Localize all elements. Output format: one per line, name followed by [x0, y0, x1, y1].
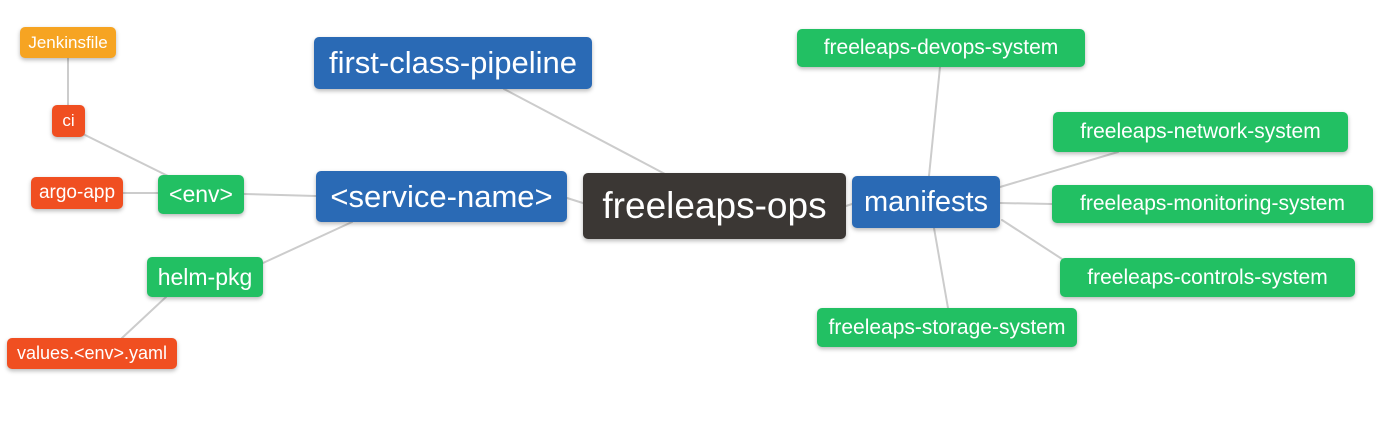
edge-env--service-name	[243, 193, 317, 197]
node-argo-app[interactable]: argo-app	[31, 177, 123, 209]
edge-service-name--freeleaps-ops	[566, 197, 587, 205]
node-first-class-pipeline[interactable]: first-class-pipeline	[314, 37, 592, 89]
edge-manifests--freeleaps-devops-system	[928, 66, 941, 177]
node-freeleaps-network-system[interactable]: freeleaps-network-system	[1053, 112, 1348, 152]
node-helm-pkg[interactable]: helm-pkg	[147, 257, 263, 297]
node-freeleaps-controls-system[interactable]: freeleaps-controls-system	[1060, 258, 1355, 297]
node-freeleaps-storage-system[interactable]: freeleaps-storage-system	[817, 308, 1077, 347]
edge-helm-pkg--values-env-yaml	[121, 296, 167, 339]
node-freeleaps-devops-system[interactable]: freeleaps-devops-system	[797, 29, 1085, 67]
node-values-env-yaml[interactable]: values.<env>.yaml	[7, 338, 177, 369]
edge-service-name--helm-pkg	[262, 221, 353, 264]
node-env[interactable]: <env>	[158, 175, 244, 214]
node-jenkinsfile[interactable]: Jenkinsfile	[20, 27, 116, 58]
edge-ci--env	[82, 133, 171, 178]
edge-manifests--freeleaps-controls-system	[1001, 219, 1063, 260]
edge-manifests--freeleaps-storage-system	[933, 227, 949, 309]
node-ci[interactable]: ci	[52, 105, 85, 137]
node-service-name[interactable]: <service-name>	[316, 171, 567, 222]
node-freeleaps-ops[interactable]: freeleaps-ops	[583, 173, 846, 239]
edge-manifests--freeleaps-monitoring-system	[999, 202, 1053, 205]
edge-first-class-pipeline--freeleaps-ops	[503, 88, 666, 175]
node-freeleaps-monitoring-system[interactable]: freeleaps-monitoring-system	[1052, 185, 1373, 223]
edge-manifests--freeleaps-network-system	[999, 151, 1119, 188]
node-manifests[interactable]: manifests	[852, 176, 1000, 228]
